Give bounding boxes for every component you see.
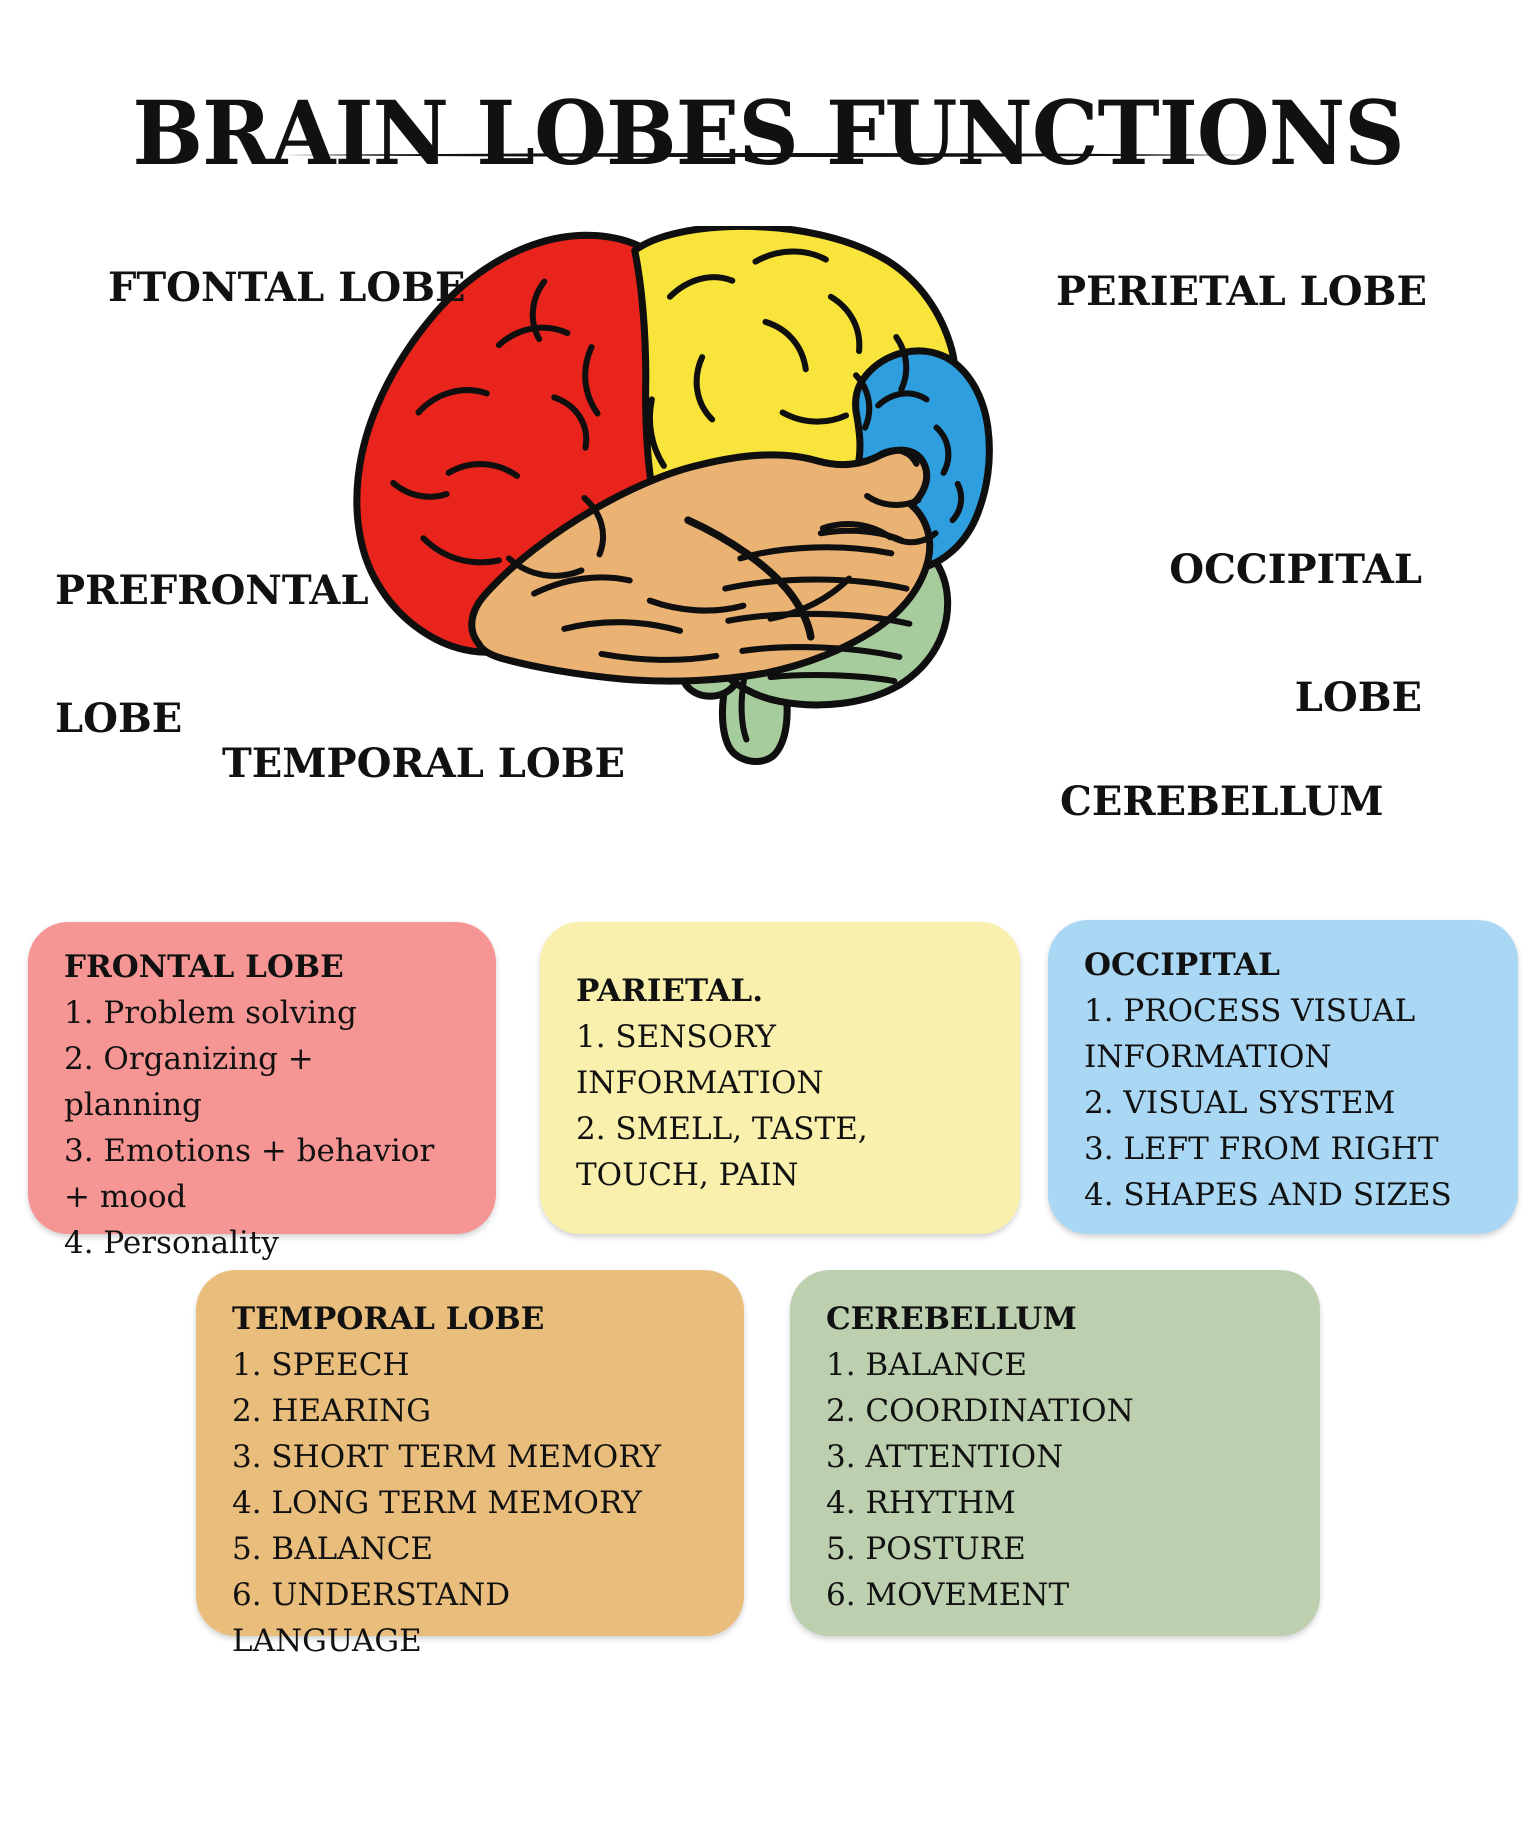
list-item: 1. SENSORY INFORMATION	[576, 1019, 824, 1101]
list-item: 4. SHAPES AND SIZES	[1084, 1177, 1452, 1213]
label-frontal-lobe: FTONTAL LOBE	[108, 264, 466, 311]
info-box-parietal: PARIETAL. 1. SENSORY INFORMATION 2. SMEL…	[540, 922, 1020, 1234]
list-item: 4. LONG TERM MEMORY	[232, 1485, 642, 1521]
list-item: 2. VISUAL SYSTEM	[1084, 1085, 1396, 1121]
info-box-cerebellum: CEREBELLUM 1. BALANCE 2. COORDINATION 3.…	[790, 1270, 1320, 1636]
info-box-frontal-lobe: FRONTAL LOBE 1. Problem solving 2. Organ…	[28, 922, 496, 1261]
list-item: 4. RHYTHM	[826, 1485, 1016, 1521]
info-box-title: OCCIPITAL	[1084, 947, 1280, 983]
title-divider	[283, 153, 1253, 157]
label-occipital-line1: OCCIPITAL	[1169, 546, 1422, 593]
label-parietal-lobe: PERIETAL LOBE	[1056, 268, 1427, 315]
list-item: 6. MOVEMENT	[826, 1577, 1070, 1613]
label-occipital-line2: LOBE	[1294, 674, 1422, 721]
info-box-title: TEMPORAL LOBE	[232, 1301, 545, 1337]
list-item: 3. Emotions + behavior + mood	[64, 1133, 435, 1215]
info-box-temporal-lobe: TEMPORAL LOBE 1. SPEECH 2. HEARING 3. SH…	[196, 1270, 744, 1659]
info-box-title: FRONTAL LOBE	[64, 949, 344, 985]
list-item: 1. Problem solving	[64, 995, 357, 1031]
label-temporal-lobe: TEMPORAL LOBE	[222, 740, 626, 787]
list-item: 1. PROCESS VISUAL INFORMATION	[1084, 993, 1416, 1075]
label-prefrontal-line1: PREFRONTAL	[55, 567, 369, 614]
list-item: 1. SPEECH	[232, 1347, 410, 1383]
list-item: 4. Personality	[64, 1225, 279, 1261]
brain-illustration	[353, 226, 993, 766]
label-cerebellum: CEREBELLUM	[1060, 778, 1384, 825]
list-item: 2. HEARING	[232, 1393, 431, 1429]
info-box-occipital: OCCIPITAL 1. PROCESS VISUAL INFORMATION …	[1048, 920, 1518, 1234]
list-item: 3. SHORT TERM MEMORY	[232, 1439, 662, 1475]
page-title: BRAIN LOBES FUNCTIONS	[132, 80, 1404, 185]
list-item: 2. COORDINATION	[826, 1393, 1134, 1429]
list-item: 5. BALANCE	[232, 1531, 434, 1567]
list-item: 3. LEFT FROM RIGHT	[1084, 1131, 1439, 1167]
temporal-fold-line	[684, 516, 815, 641]
label-prefrontal-lobe: PREFRONTAL LOBE	[55, 495, 369, 815]
info-box-title: PARIETAL.	[576, 973, 764, 1009]
list-item: 2. Organizing + planning	[64, 1041, 314, 1123]
info-box-title: CEREBELLUM	[826, 1301, 1077, 1337]
label-prefrontal-line2: LOBE	[55, 695, 183, 742]
list-item: 2. SMELL, TASTE, TOUCH, PAIN	[576, 1111, 868, 1193]
list-item: 1. BALANCE	[826, 1347, 1028, 1383]
list-item: 6. UNDERSTAND LANGUAGE	[232, 1577, 511, 1659]
list-item: 3. ATTENTION	[826, 1439, 1064, 1475]
label-occipital-lobe: OCCIPITAL LOBE	[1140, 474, 1422, 794]
list-item: 5. POSTURE	[826, 1531, 1026, 1567]
